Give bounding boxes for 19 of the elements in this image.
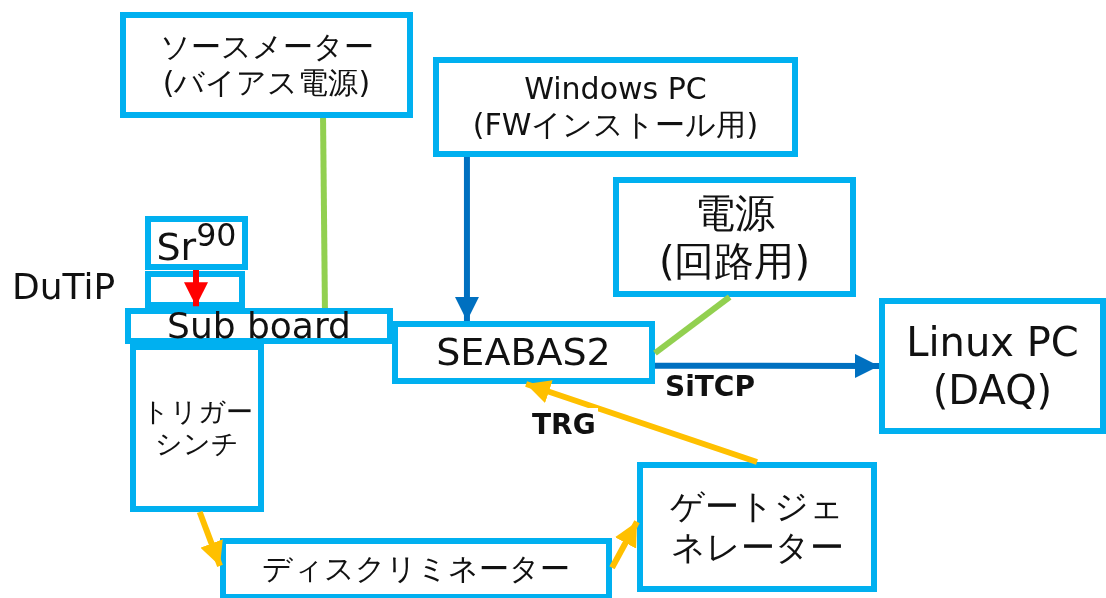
readout-board-box: SEABAS2 [392,321,655,384]
side-label: DuTiP [12,266,116,307]
arrow [655,353,879,378]
pc-box: Linux PC (DAQ) [879,298,1106,434]
discriminator-box: ディスクリミネーター [220,538,612,598]
sensor-box [145,271,245,308]
power-supply-box: 電源 (回路用) [613,177,856,297]
arrow [454,157,479,321]
arrow [525,380,758,465]
source-box: Sr$^{90}$ [145,216,248,270]
connector-line [320,117,328,309]
connector-line [653,294,732,356]
board-box: Sub board [125,308,393,344]
scintillator-box: トリガーシンチ [130,344,264,512]
meter-box: ソースメーター (バイアス電源) [120,12,413,118]
generator-box: ゲートジェネレーター [637,462,877,592]
pc-box: Windows PC (FWインストール用) [433,57,798,157]
arrow [196,510,223,567]
arrow [184,270,208,307]
